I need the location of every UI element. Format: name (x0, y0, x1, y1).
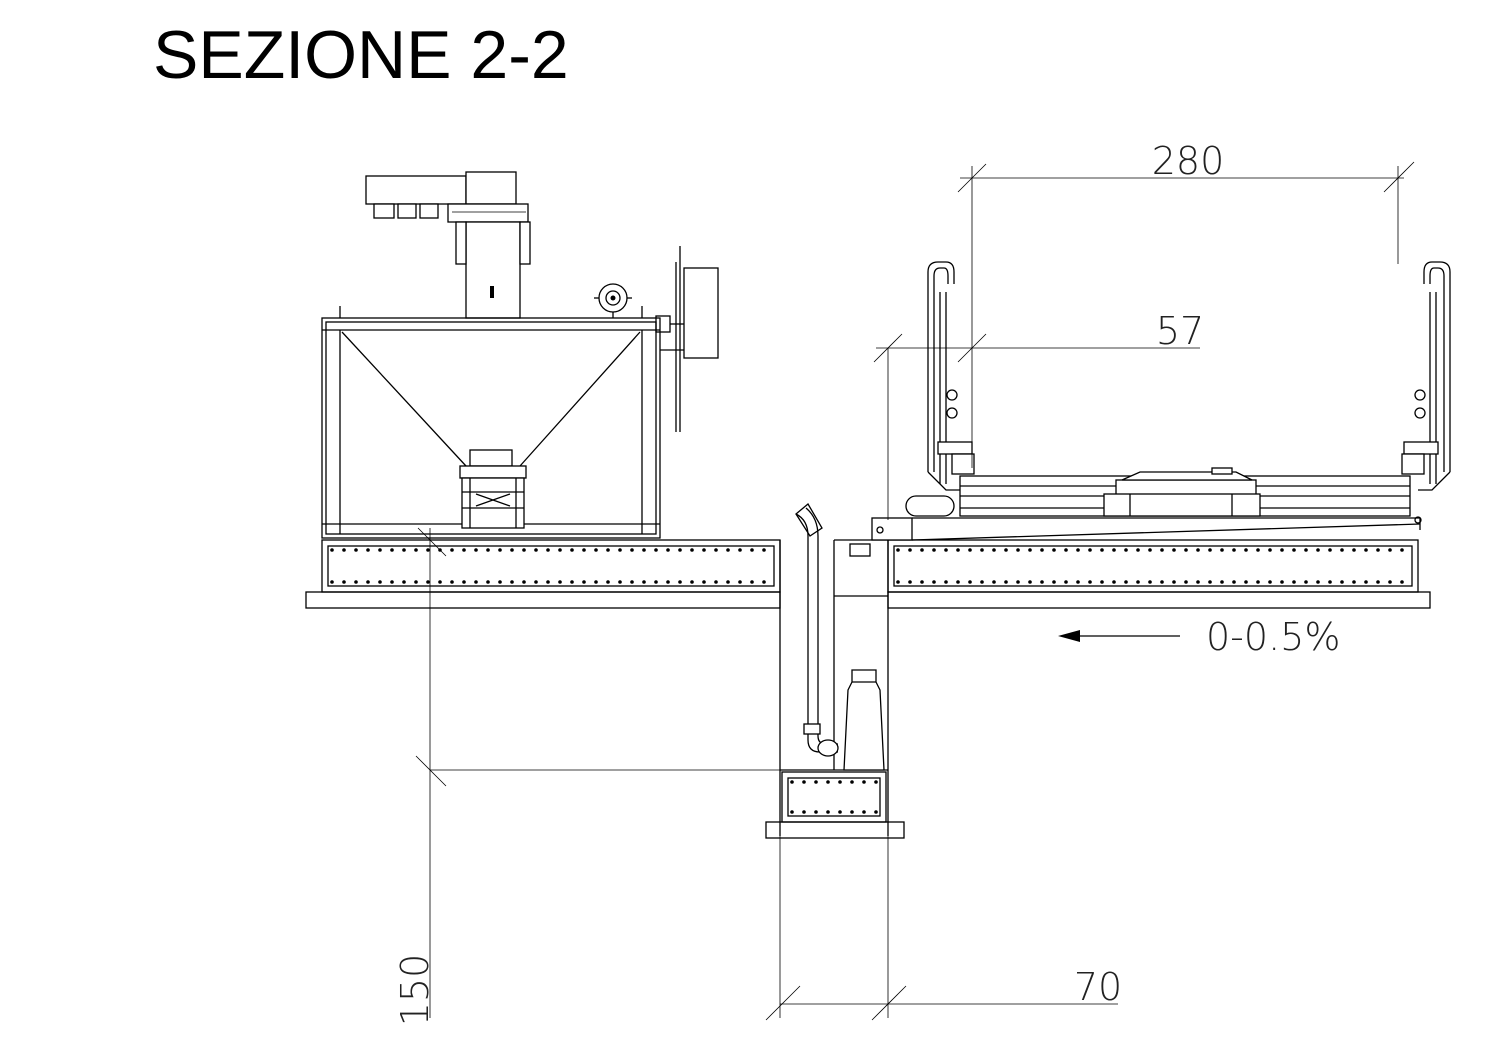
dimension-label-57: 57 (1156, 309, 1204, 353)
dimension-57: 57 (873, 309, 1204, 520)
dimension-label-280: 280 (1152, 139, 1225, 183)
central-pit (765, 503, 905, 839)
left-floor-slab (305, 539, 781, 609)
dimension-label-70: 70 (1074, 965, 1122, 1009)
dimension-150: 150 (393, 527, 780, 1027)
dimension-label-150: 150 (393, 954, 437, 1027)
lift-table-machine (871, 261, 1451, 541)
slope-indicator: 0-0.5% (1058, 615, 1340, 659)
hopper-machine (321, 171, 719, 539)
section-title: SEZIONE 2-2 (153, 17, 569, 93)
dimension-70: 70 (765, 836, 1122, 1021)
right-floor-slab (887, 539, 1431, 609)
dimension-280: 280 (957, 139, 1415, 468)
slope-label: 0-0.5% (1206, 615, 1340, 659)
arrow-left-icon (1058, 630, 1080, 642)
